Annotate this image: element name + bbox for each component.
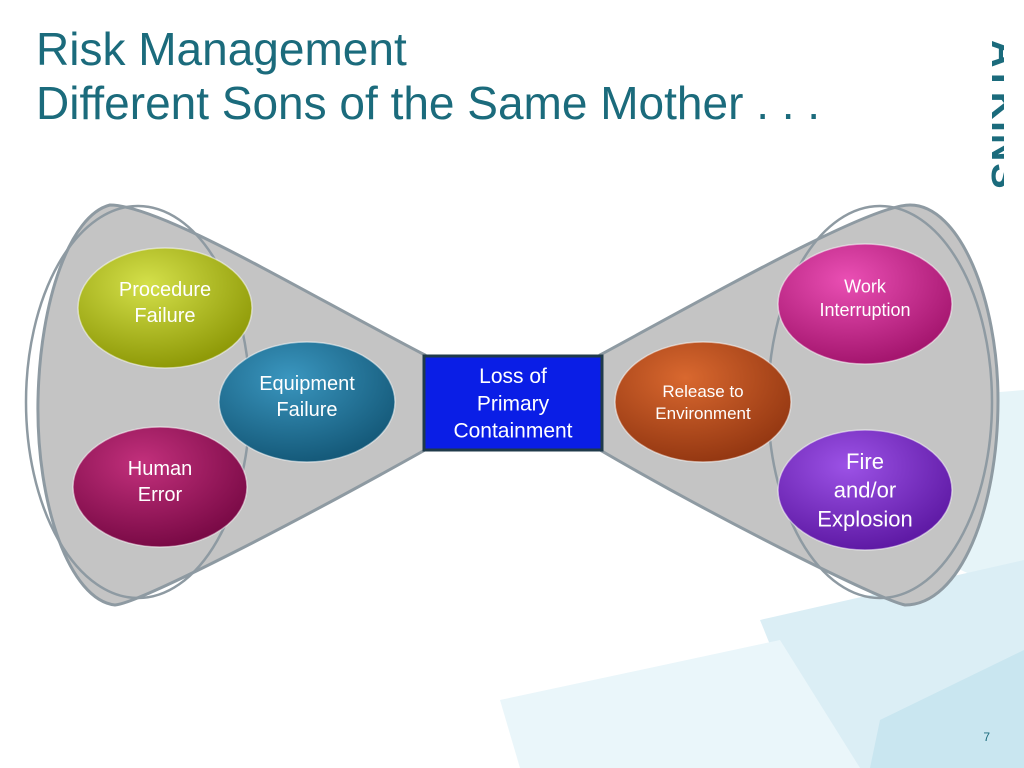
consequence-node-1 <box>777 243 953 365</box>
consequence-node-2-label-line-2: Environment <box>655 404 751 423</box>
logo-text: ATKINS <box>983 40 1004 190</box>
decor-shard-3 <box>500 640 860 768</box>
page-number: 7 <box>983 730 990 744</box>
cause-node-1 <box>77 247 253 369</box>
center-event-label-line-3: Containment <box>453 420 572 443</box>
title-line-1: Risk Management <box>36 23 407 75</box>
title-line-2: Different Sons of the Same Mother . . . <box>36 77 821 129</box>
center-event-label-line-1: Loss of <box>479 365 547 388</box>
consequence-node-1-label-line-2: Interruption <box>819 300 910 320</box>
cause-node-3 <box>72 426 248 548</box>
consequence-node-3-label-line-1: Fire <box>846 449 884 474</box>
cause-node-3-label-line-1: Human <box>128 458 192 480</box>
decor-shard-4 <box>870 650 1024 768</box>
consequence-node-3-label-line-2: and/or <box>834 478 896 503</box>
consequence-node-2 <box>614 341 792 463</box>
consequence-node-2-label-line-1: Release to <box>662 382 743 401</box>
cause-node-2 <box>218 341 396 463</box>
cause-node-2-label-line-1: Equipment <box>259 373 355 395</box>
consequence-node-3 <box>777 429 953 551</box>
cause-node-2-label-line-2: Failure <box>276 399 337 421</box>
center-event-label-line-2: Primary <box>477 392 550 415</box>
cause-node-3-label-line-2: Error <box>138 484 183 506</box>
consequence-node-3-label-line-3: Explosion <box>817 506 912 531</box>
center-event-box <box>422 354 604 452</box>
atkins-logo: ATKINS <box>983 40 1004 190</box>
cause-node-1-label-line-2: Failure <box>134 305 195 327</box>
cause-node-1-label-line-1: Procedure <box>119 279 211 301</box>
consequence-node-1-label-line-1: Work <box>844 277 887 297</box>
slide-title: Risk Management Different Sons of the Sa… <box>36 22 820 130</box>
